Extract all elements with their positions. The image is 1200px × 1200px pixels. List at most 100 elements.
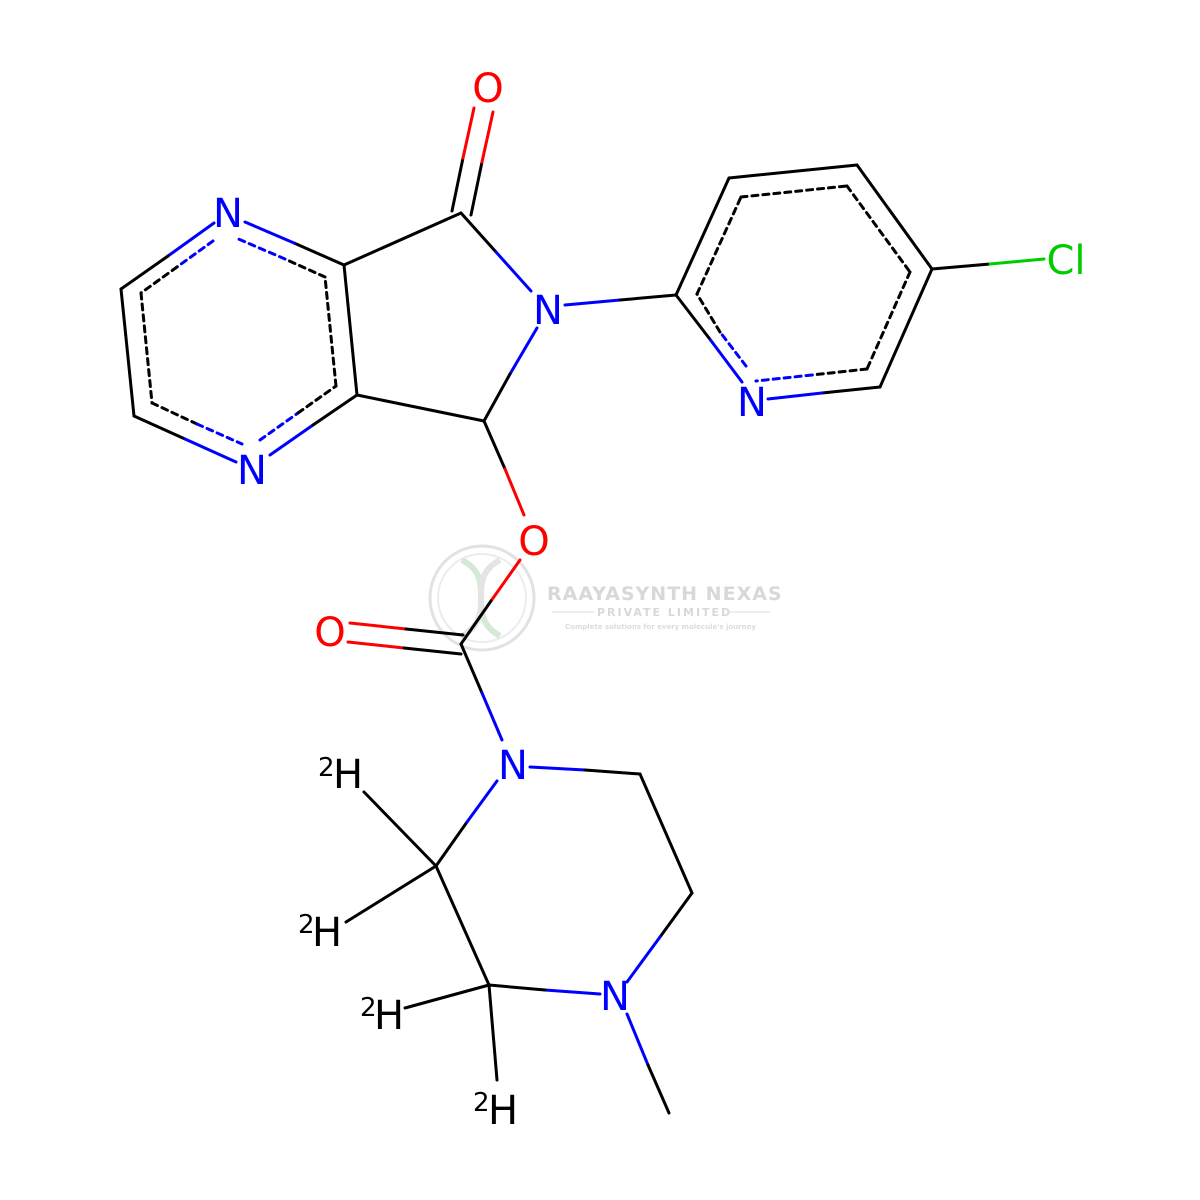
bond-co-b2 xyxy=(402,646,463,656)
bond-c-clb xyxy=(988,257,1046,266)
bond-co-a xyxy=(348,621,408,631)
bond-py-1 xyxy=(674,176,731,297)
bond-c7a-n1 xyxy=(292,241,346,267)
bond-n4-me xyxy=(625,1012,650,1067)
bond-c2-c3 xyxy=(119,287,136,418)
bond-py-6 xyxy=(707,336,744,384)
bond-c3-n4b xyxy=(183,437,238,464)
bond-ccarb-n xyxy=(459,642,484,695)
bond-cd-n1 xyxy=(434,820,469,868)
bond-cd-d1 xyxy=(362,790,438,868)
bond-c7-n6b xyxy=(494,250,533,293)
bond-py-5b xyxy=(766,391,824,401)
arom-py-6b xyxy=(695,292,722,334)
bond-n1-c2b xyxy=(119,254,170,291)
arom-pz-4 xyxy=(258,411,300,442)
arom-py-6 xyxy=(718,330,748,368)
bond-py-5 xyxy=(820,385,882,395)
bond-c4a-c7a xyxy=(342,263,359,397)
bond-cc-d3 xyxy=(403,983,491,1010)
watermark-tagline: Complete solutions for every molecule's … xyxy=(565,623,756,631)
arom-py-2 xyxy=(739,184,849,199)
bond-n6-cpy xyxy=(563,298,622,307)
bond-n4-c4ab xyxy=(311,393,359,427)
bond-n4-meb xyxy=(646,1063,671,1115)
atom-d1: H xyxy=(333,752,363,798)
atom-n-lactam: N xyxy=(533,288,563,334)
atom-n-pyridine: N xyxy=(737,380,767,426)
bond-py-2 xyxy=(727,163,859,180)
bond-cb-n4 xyxy=(658,891,694,939)
bond-n4-ccb xyxy=(487,983,547,992)
bond-o-ccarb xyxy=(489,558,522,603)
bond-n1-ca xyxy=(528,765,587,772)
bond-n4-c4a xyxy=(268,423,315,457)
bond-c7-o-b2 xyxy=(480,110,495,164)
bond-cd-d2 xyxy=(344,864,438,924)
bond-c7-o-a xyxy=(450,156,465,213)
bond-c7a-c7 xyxy=(342,211,463,267)
atom-o-carbonyl: O xyxy=(314,610,345,656)
bond-c-cl xyxy=(930,262,992,271)
arom-pz-4b xyxy=(296,384,338,415)
arom-py-5b xyxy=(754,373,814,383)
arom-py-1 xyxy=(695,195,743,296)
bond-c7-o-a2 xyxy=(461,106,476,160)
arom-pz-3b xyxy=(195,422,244,446)
watermark-logo-inner xyxy=(437,553,527,643)
arom-py-5 xyxy=(810,367,869,377)
watermark-company-name: RAAYASYNTH NEXAS xyxy=(547,583,783,605)
arom-pz-5 xyxy=(323,275,338,388)
atom-d3: H xyxy=(374,993,404,1039)
bond-cb-n4b xyxy=(625,935,662,984)
bond-n4-cc xyxy=(543,988,602,996)
bonds xyxy=(119,106,1046,1115)
bond-py-4 xyxy=(878,267,934,389)
isotope-label-d4: 2 xyxy=(473,1088,490,1118)
isotope-label-d3: 2 xyxy=(360,993,377,1023)
bond-co-a2 xyxy=(404,627,465,637)
arom-pz-1 xyxy=(175,239,215,269)
atom-d4: H xyxy=(488,1088,518,1134)
bond-c7a-n1b xyxy=(243,220,296,245)
bond-n6-c5 xyxy=(508,326,539,376)
bond-n6-c5b xyxy=(482,372,512,423)
bond-c3-n4 xyxy=(132,414,187,441)
bond-c7-n6 xyxy=(459,211,498,254)
atom-cl: Cl xyxy=(1046,238,1085,284)
bond-c5-o xyxy=(482,419,507,471)
bond-cc-d4 xyxy=(487,983,499,1082)
arom-pz-3 xyxy=(150,401,199,426)
watermark-logo-ring xyxy=(428,544,536,652)
arom-pz-6 xyxy=(283,257,327,279)
atom-labels: N N O N N Cl O O N N 2 H 2 H 2 H 2 H xyxy=(213,66,1085,1134)
watermark-subtitle: PRIVATE LIMITED xyxy=(597,606,732,619)
watermark: RAAYASYNTH NEXAS PRIVATE LIMITED Complet… xyxy=(428,544,783,652)
atom-n-piperazine-4: N xyxy=(600,974,630,1020)
isotope-label-d2: 2 xyxy=(298,910,315,940)
bond-n1-c2 xyxy=(166,221,216,258)
bond-ca-cb xyxy=(638,772,694,895)
bond-co-b xyxy=(346,640,406,650)
isotope-label-d1: 2 xyxy=(318,753,335,783)
bond-py-6b xyxy=(674,293,711,340)
bond-n1-cab xyxy=(583,768,642,776)
bond-ccarb-nb xyxy=(480,691,504,742)
atom-d2: H xyxy=(312,910,342,956)
arom-pz-1b xyxy=(139,265,179,295)
bond-n6-cpyb xyxy=(618,293,678,302)
arom-py-4 xyxy=(865,270,912,371)
bond-cc-cd xyxy=(434,864,491,987)
bond-py-3 xyxy=(855,163,934,271)
bond-cd-n1b xyxy=(465,779,499,824)
atom-n-piperazine-1: N xyxy=(498,743,528,789)
arom-pz-6b xyxy=(234,236,287,261)
atom-n-pyrazine-top: N xyxy=(213,191,243,237)
bond-c5-c4a xyxy=(355,393,486,423)
arom-pz-2 xyxy=(139,291,154,405)
arom-py-3 xyxy=(845,184,912,274)
atom-n-pyrazine-bottom: N xyxy=(237,448,267,494)
atom-o-ester: O xyxy=(518,519,549,565)
bond-o-ccarbb xyxy=(459,599,493,646)
